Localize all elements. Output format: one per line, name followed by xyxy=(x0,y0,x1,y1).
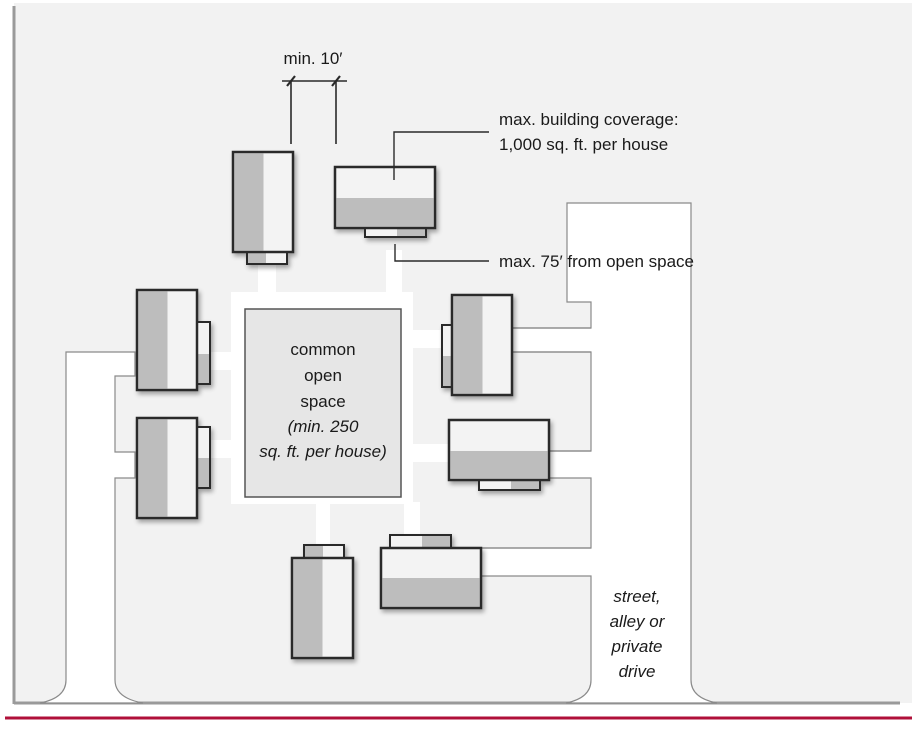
house-bottom-right xyxy=(379,534,483,610)
min-spacing-dimension xyxy=(282,75,347,144)
path-right-lower xyxy=(411,444,451,462)
house-bottom-left xyxy=(290,544,355,660)
coverage-label-1: max. building coverage: xyxy=(499,110,679,129)
path-top-right xyxy=(386,250,402,294)
path-top-left xyxy=(258,262,276,294)
house-left-upper xyxy=(135,288,211,392)
open-space-italic-1: (min. 250 xyxy=(288,417,359,436)
house-right-lower xyxy=(447,418,551,491)
coverage-label-2: 1,000 sq. ft. per house xyxy=(499,135,668,154)
min-spacing-label: min. 10′ xyxy=(284,49,343,68)
house-right-upper xyxy=(441,293,514,397)
path-bottom-right xyxy=(404,502,420,538)
right-lot-lines xyxy=(480,327,591,549)
house-top-right xyxy=(333,165,437,238)
open-space-line-2: open xyxy=(304,366,342,385)
street-label-line-4: drive xyxy=(619,662,656,681)
house-top-left xyxy=(231,150,295,265)
open-space-label: common open space (min. 250 sq. ft. per … xyxy=(259,340,387,461)
open-space-italic-2: sq. ft. per house) xyxy=(259,442,387,461)
distance-label: max. 75′ from open space xyxy=(499,252,694,271)
path-bottom-left xyxy=(316,502,330,544)
street-label-line-1: street, xyxy=(613,587,660,606)
path-right-upper xyxy=(411,330,447,348)
open-space-line-3: space xyxy=(300,392,345,411)
left-driveway xyxy=(39,351,144,704)
open-space-line-1: common xyxy=(290,340,355,359)
common-open-space xyxy=(244,308,402,498)
house-left-lower xyxy=(135,416,211,520)
coverage-leader xyxy=(393,131,489,180)
distance-leader xyxy=(394,244,489,262)
street-label: street, alley or private drive xyxy=(610,587,666,681)
street-label-line-3: private xyxy=(610,637,662,656)
street-label-line-2: alley or xyxy=(610,612,666,631)
